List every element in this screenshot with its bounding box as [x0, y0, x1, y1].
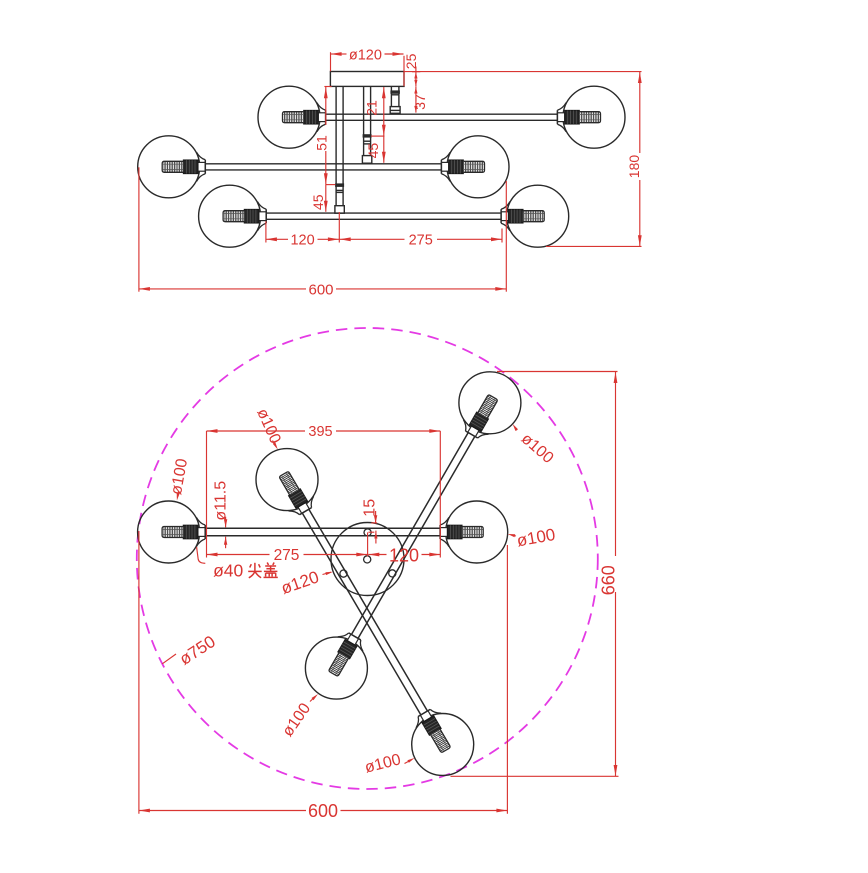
- svg-text:45: 45: [365, 143, 381, 159]
- svg-text:660: 660: [598, 565, 618, 595]
- svg-text:ø40: ø40: [213, 560, 243, 580]
- svg-text:51: 51: [313, 135, 329, 151]
- svg-text:395: 395: [308, 424, 332, 440]
- svg-text:21: 21: [364, 100, 380, 116]
- svg-text:ø100: ø100: [168, 457, 191, 496]
- svg-text:25: 25: [403, 53, 419, 69]
- svg-text:600: 600: [308, 801, 338, 821]
- svg-text:ø11.5: ø11.5: [213, 481, 230, 521]
- svg-text:120: 120: [389, 545, 419, 565]
- svg-text:120: 120: [290, 233, 314, 249]
- svg-text:600: 600: [308, 281, 333, 298]
- svg-text:275: 275: [274, 547, 300, 564]
- svg-text:275: 275: [409, 233, 433, 249]
- svg-text:ø120: ø120: [349, 47, 382, 63]
- svg-text:37: 37: [412, 94, 428, 110]
- svg-text:45: 45: [310, 194, 326, 210]
- svg-text:15: 15: [362, 499, 379, 517]
- svg-text:180: 180: [626, 155, 642, 179]
